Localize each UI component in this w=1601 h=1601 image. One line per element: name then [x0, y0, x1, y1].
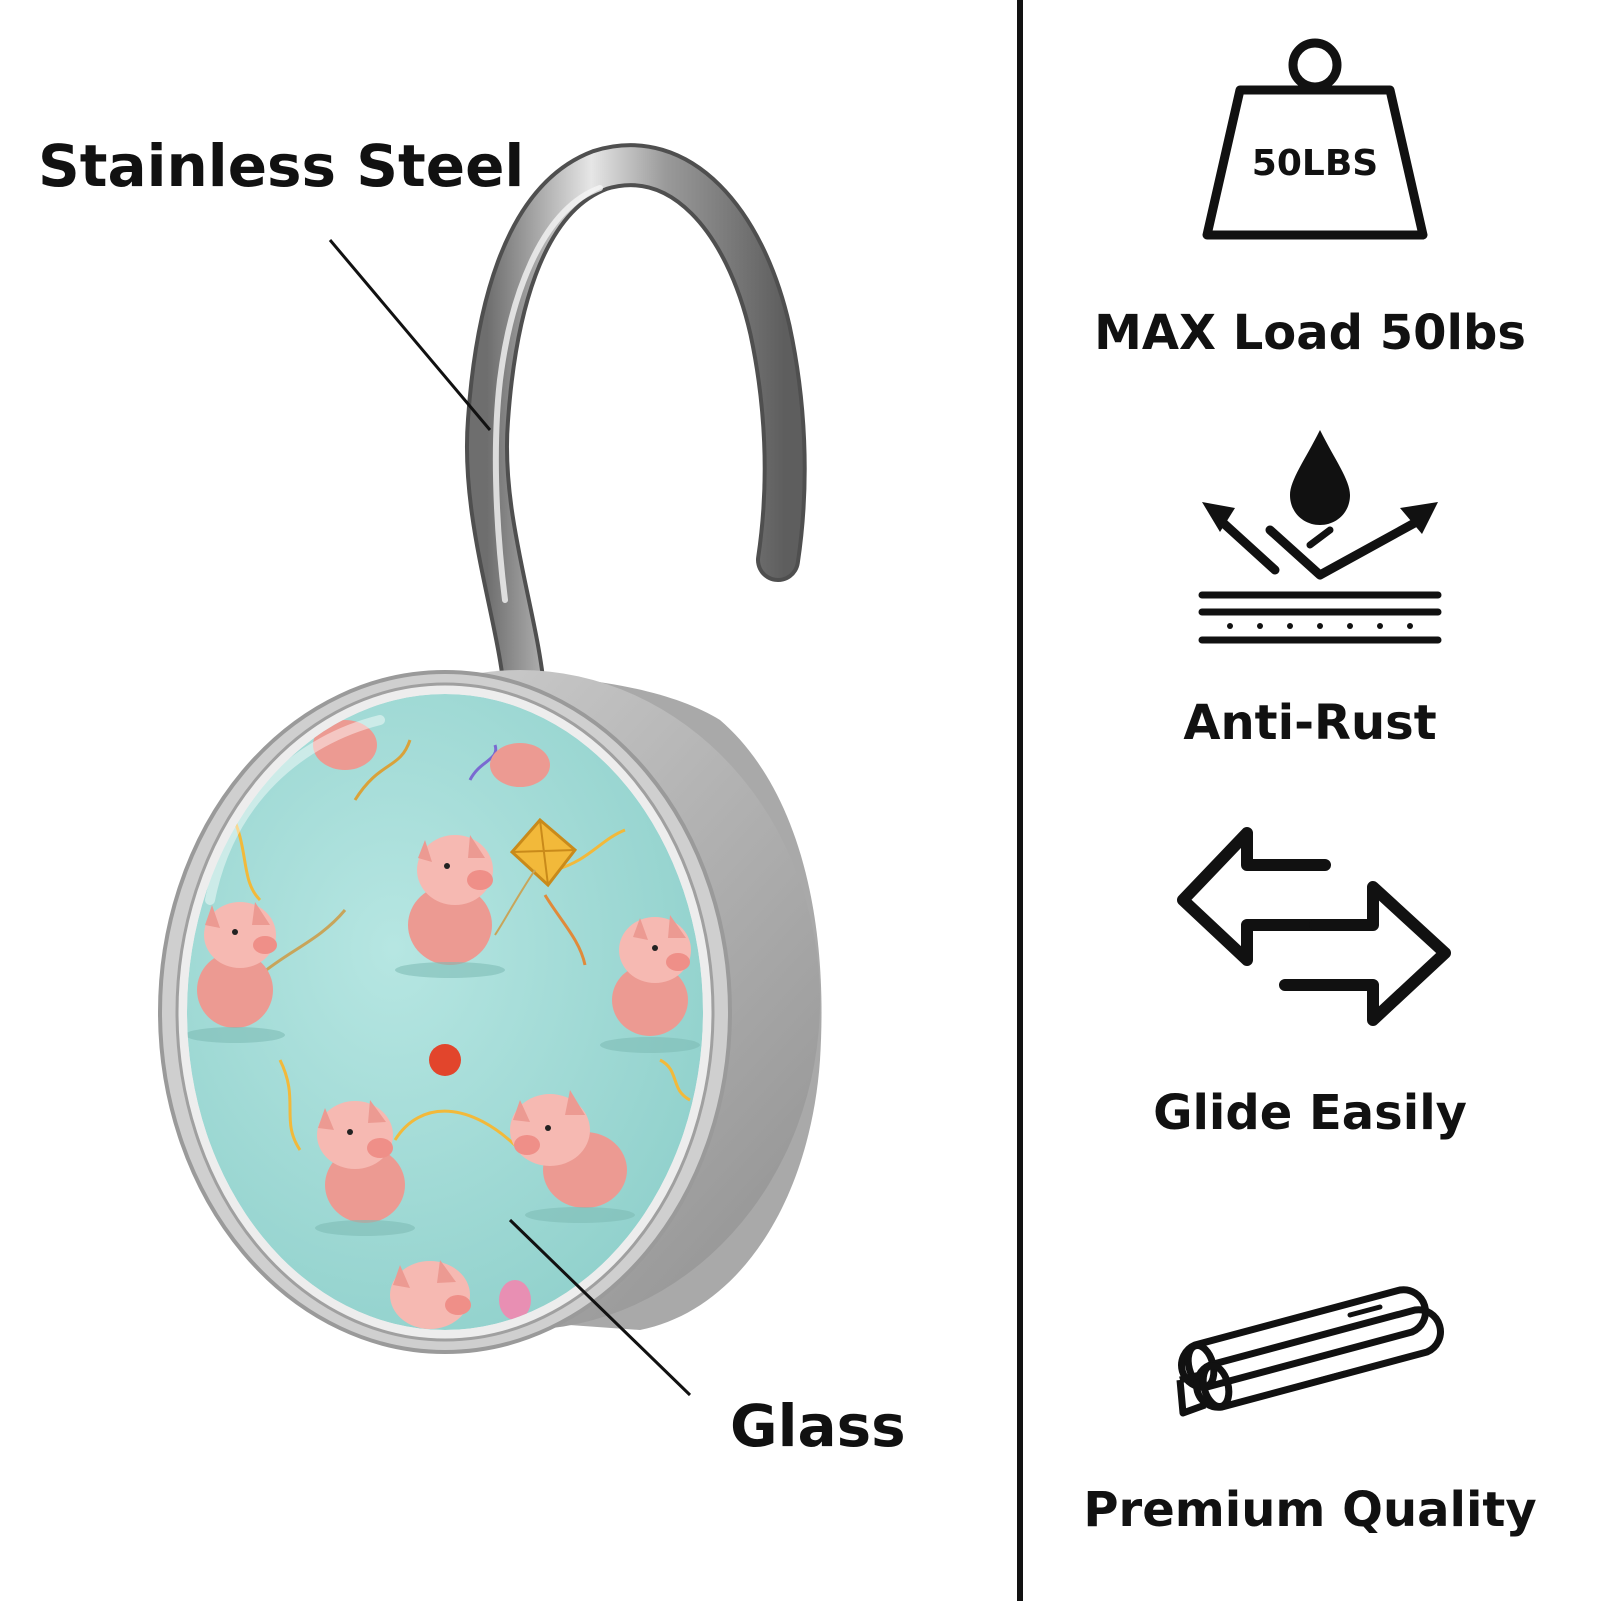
pig — [313, 720, 550, 1329]
stainless-steel-leader — [328, 239, 492, 431]
feature-label-glide-easily: Glide Easily — [1153, 1085, 1467, 1141]
stainless-steel-label: Stainless Steel — [38, 132, 525, 200]
feature-label-anti-rust: Anti-Rust — [1183, 695, 1437, 751]
pig — [187, 902, 285, 1043]
hook-wire — [465, 143, 807, 722]
water-repel-icon — [1198, 430, 1442, 644]
rods-icon — [1176, 1286, 1444, 1417]
shower-hook-illustration — [158, 143, 822, 1397]
glass-label: Glass — [730, 1392, 906, 1460]
feature-label-premium-quality: Premium Quality — [1083, 1482, 1537, 1538]
pig — [395, 835, 505, 978]
glass-face — [187, 694, 703, 1330]
pig — [600, 915, 700, 1053]
feature-label-max-load: MAX Load 50lbs — [1094, 305, 1526, 361]
pig — [510, 1090, 635, 1223]
glide-arrows-icon — [1177, 827, 1451, 1026]
glass-leader — [508, 1218, 692, 1397]
weight-icon: 50LBS — [1202, 38, 1428, 240]
kite — [494, 817, 578, 936]
divider — [1017, 0, 1023, 1601]
balloon — [499, 1280, 531, 1320]
weight-icon-text: 50LBS — [1252, 143, 1378, 184]
ball — [429, 1044, 461, 1076]
pig — [315, 1100, 415, 1236]
